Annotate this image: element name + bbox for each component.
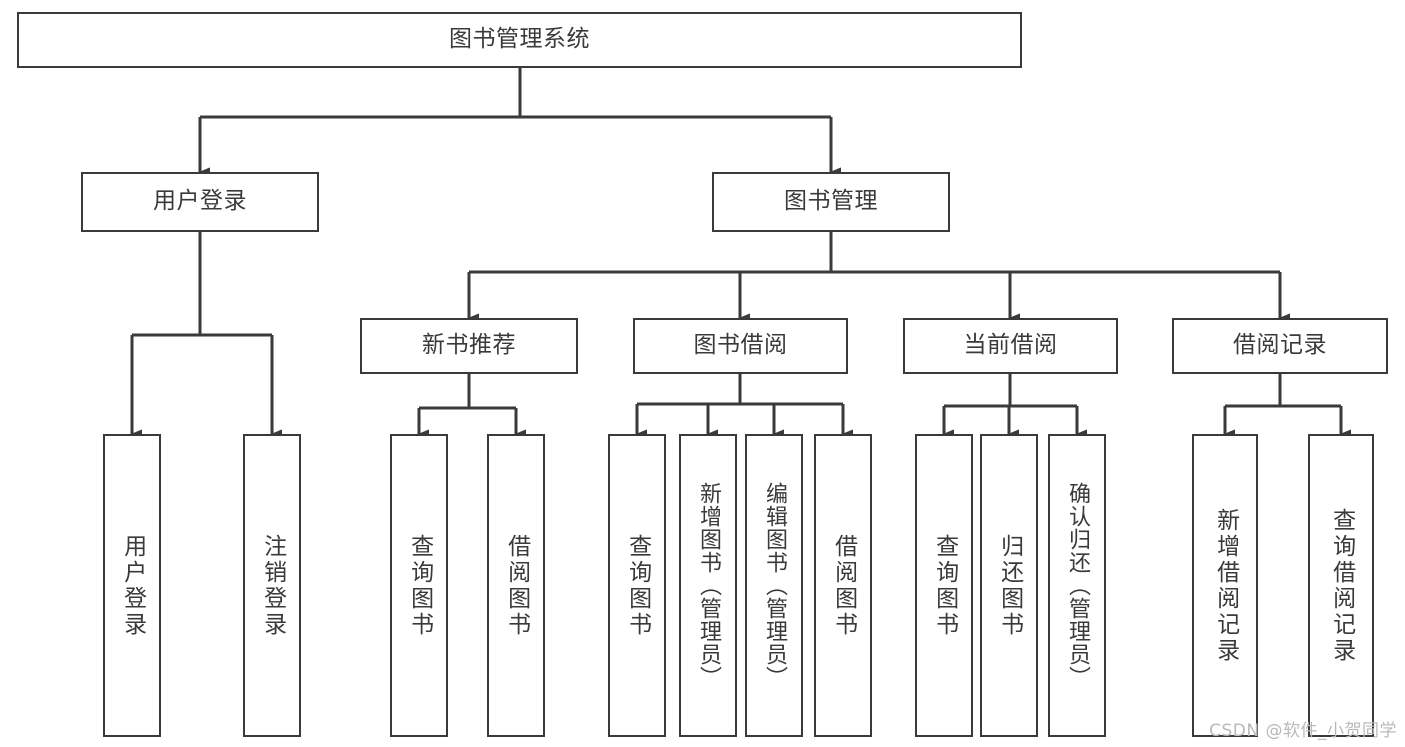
node-label: 当前借阅 [963,332,1058,359]
node-label: 借阅记录 [1233,332,1327,359]
node-label: 归还图书 [996,533,1023,638]
node-leaf-conf[interactable]: 确认归还（管理员） [1048,434,1106,737]
node-label: 查询图书 [406,533,433,638]
node-label: 借阅图书 [503,533,530,638]
node-label: 图书借阅 [693,332,788,359]
node-leaf-login[interactable]: 用户登录 [103,434,161,737]
node-label: 确认归还（管理员） [1064,482,1090,689]
node-label: 新书推荐 [422,332,516,359]
node-leaf-qrec[interactable]: 查询借阅记录 [1308,434,1374,737]
node-leaf-q2[interactable]: 查询图书 [608,434,666,737]
node-label: 新增借阅记录 [1212,507,1239,664]
node-label: 编辑图书（管理员） [761,482,787,689]
node-label: 新增图书（管理员） [695,482,721,689]
node-bookmgmt[interactable]: 图书管理 [712,172,950,232]
node-label: 查询借阅记录 [1328,507,1355,664]
node-borrow[interactable]: 图书借阅 [633,318,848,374]
node-label: 图书管理 [784,188,878,215]
watermark-label: CSDN @软件_小贺同学 [1209,721,1397,741]
node-label: 用户登录 [119,533,146,638]
node-label: 借阅图书 [830,533,857,638]
node-leaf-q1[interactable]: 查询图书 [390,434,448,737]
node-leaf-add[interactable]: 新增图书（管理员） [679,434,737,737]
node-label: 查询图书 [931,533,958,638]
node-leaf-q3[interactable]: 查询图书 [915,434,973,737]
node-label: 图书管理系统 [449,26,590,53]
node-root[interactable]: 图书管理系统 [17,12,1022,68]
node-leaf-logout[interactable]: 注销登录 [243,434,301,737]
node-leaf-edit[interactable]: 编辑图书（管理员） [745,434,803,737]
node-leaf-addrec[interactable]: 新增借阅记录 [1192,434,1258,737]
node-leaf-b2[interactable]: 借阅图书 [814,434,872,737]
node-label: 注销登录 [259,533,286,638]
node-newbook[interactable]: 新书推荐 [360,318,578,374]
node-records[interactable]: 借阅记录 [1172,318,1388,374]
node-leaf-ret[interactable]: 归还图书 [980,434,1038,737]
node-leaf-b1[interactable]: 借阅图书 [487,434,545,737]
node-current[interactable]: 当前借阅 [903,318,1118,374]
node-login[interactable]: 用户登录 [81,172,319,232]
node-label: 用户登录 [153,188,247,215]
node-label: 查询图书 [624,533,651,638]
